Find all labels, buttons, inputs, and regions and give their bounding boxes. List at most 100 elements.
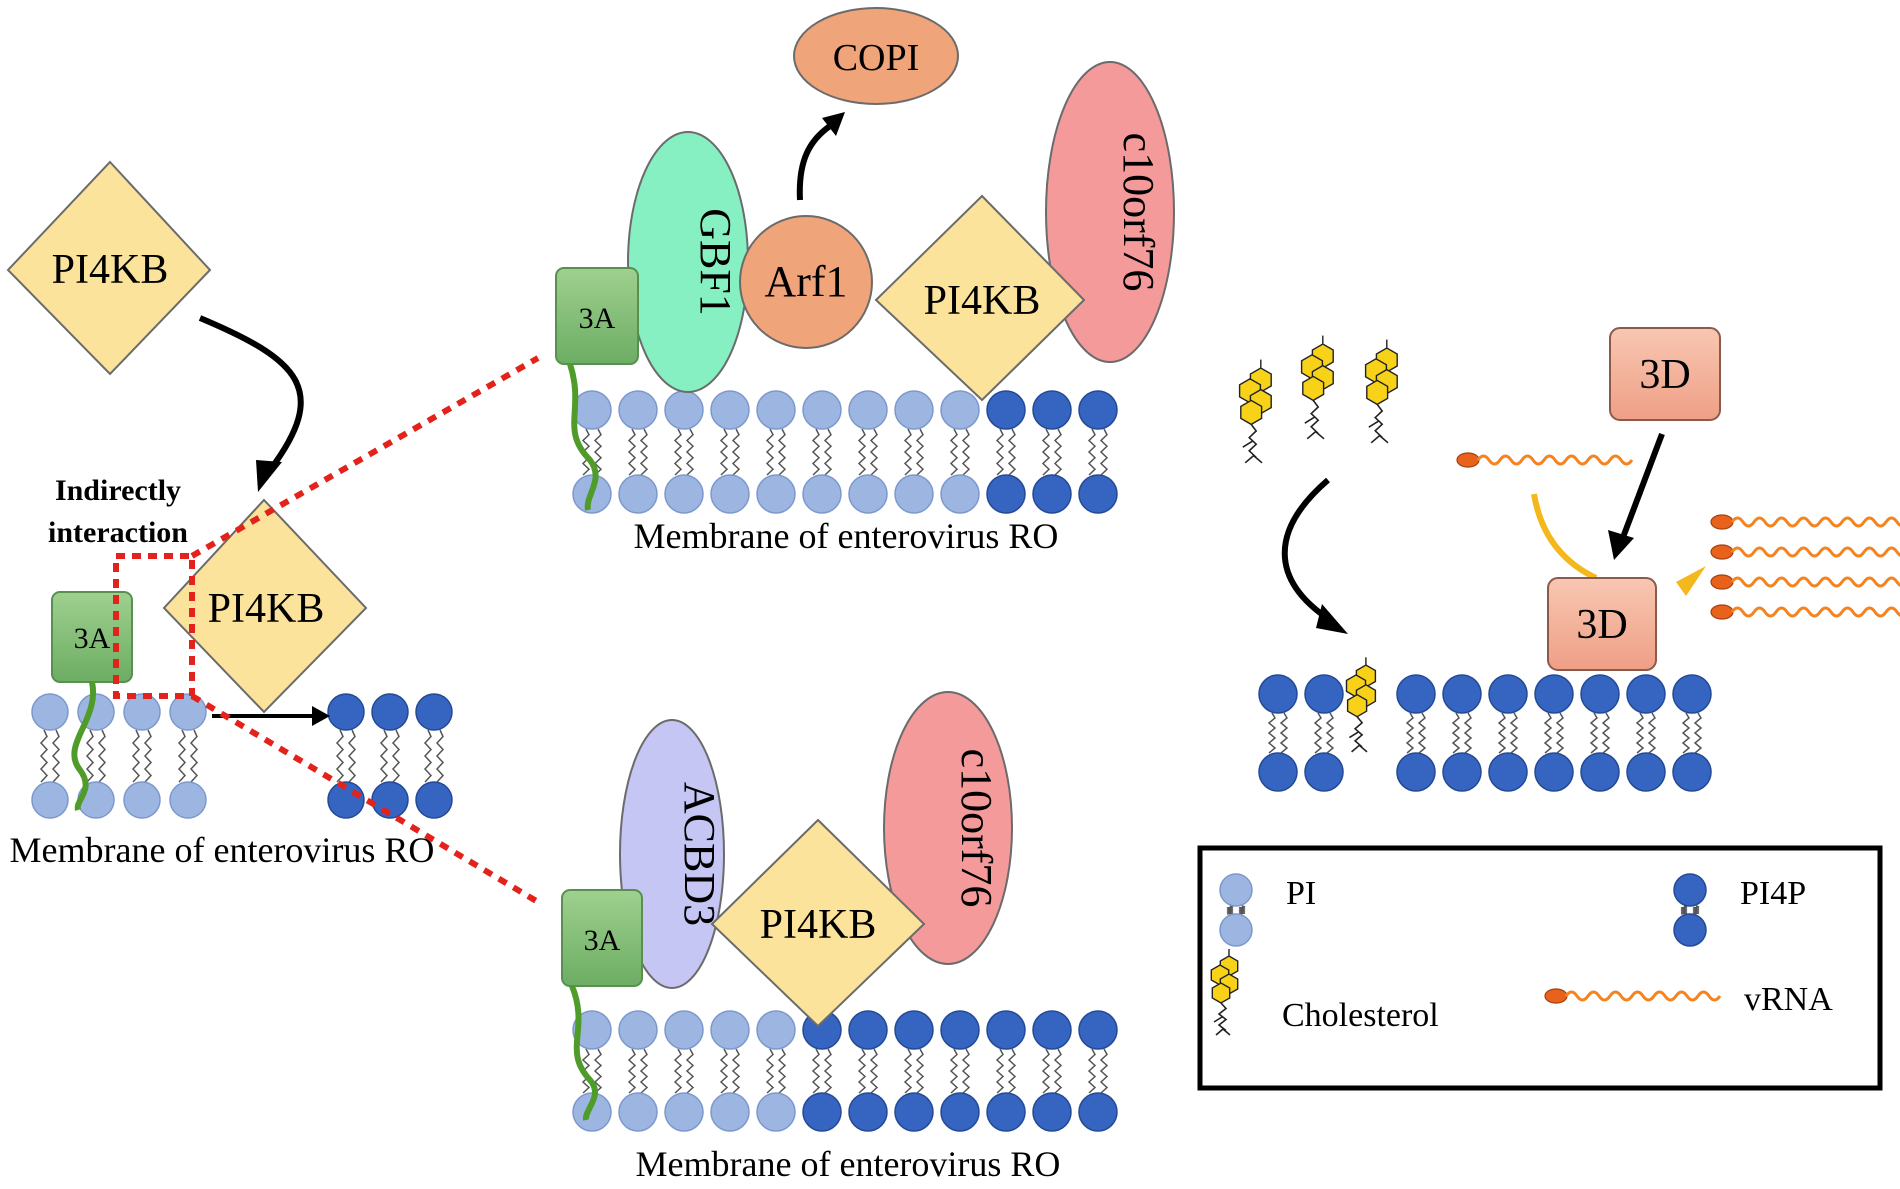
pi4kb-diamond-bottom: PI4KB (162, 498, 368, 714)
pi4p-lipid (1032, 390, 1072, 514)
pi4p-lipid (940, 1010, 980, 1132)
pi-lipid (31, 693, 69, 819)
pi-lipid (618, 1010, 658, 1132)
pi-lipid (664, 1010, 704, 1132)
legend: PI PI4P Cholesterol vRNA (1197, 845, 1883, 1091)
legend-cholesterol-icon (1210, 949, 1239, 1036)
vrna-strand (1456, 452, 1634, 468)
acbd3-oval: ACBD3 (619, 719, 725, 989)
threeD-top-label: 3D (1639, 352, 1690, 398)
arf1-label: Arf1 (764, 257, 847, 306)
c10orf76-bottom-label: c10orf76 (952, 749, 1001, 908)
legend-cholesterol-label: Cholesterol (1282, 997, 1439, 1034)
indirect-label-2: interaction (48, 516, 188, 549)
pi-lipid (756, 1010, 796, 1132)
pi4p-lipid (1580, 674, 1620, 792)
membrane-right (1258, 657, 1712, 792)
zoom-line-top (190, 355, 540, 559)
arf1-circle: Arf1 (739, 215, 873, 349)
pi-lipid (664, 390, 704, 514)
pi4p-lipid (986, 1010, 1026, 1132)
legend-vrna-icon (1544, 988, 1722, 1004)
pi4p-lipid (1032, 1010, 1072, 1132)
top-center-panel: COPI c10orf76 GBF1 Arf1 PI4KB 3A (555, 7, 1175, 556)
threeA-top-tail (567, 363, 599, 511)
pi-lipid (123, 693, 161, 819)
pi4kb-bottom-center-label: PI4KB (760, 902, 877, 948)
pi4p-lipid (371, 693, 409, 819)
pi4p-lipid (848, 1010, 888, 1132)
c10orf76-top-label: c10orf76 (1114, 133, 1163, 292)
c10orf76-bottom: c10orf76 (883, 691, 1013, 965)
pi4p-lipid (986, 390, 1026, 514)
threeD-arrow (1619, 432, 1665, 542)
legend-pi4p-label: PI4P (1740, 875, 1806, 912)
recruit-arrow-head (256, 460, 282, 492)
threeA-top: 3A (555, 267, 639, 365)
vrna-strand (1710, 514, 1900, 530)
pi4kb-diamond-bottom-center: PI4KB (710, 818, 926, 1028)
legend-vrna-strand (1544, 988, 1722, 1004)
pi-lipid (169, 693, 207, 819)
right-panel: 3D 3D (1238, 327, 1900, 792)
legend-cholesterol-molecule (1210, 949, 1239, 1036)
vrna-strand (1710, 574, 1900, 590)
pi4p-lipid (802, 1010, 842, 1132)
cholesterol-in-membrane (1345, 657, 1377, 753)
pi4p-lipid (1258, 674, 1298, 792)
legend-pi-icon (1219, 873, 1253, 947)
pi4p-lipid (894, 1010, 934, 1132)
pi4p-lipid (1488, 674, 1528, 792)
membrane-label-bottom: Membrane of enterovirus RO (636, 1144, 1061, 1184)
legend-pi4p-lipid (1673, 873, 1707, 947)
yellow-arrow-right (1676, 566, 1706, 596)
pi4p-lipid (1304, 674, 1344, 792)
cholesterol-arrow (1281, 477, 1332, 623)
membrane-top (572, 390, 1118, 514)
membrane-left (31, 693, 453, 819)
pi4p-lipid (415, 693, 453, 819)
left-panel: PI4KB Indirectly interaction PI4KB 3A Me… (6, 160, 453, 870)
indirect-label-1: Indirectly (55, 474, 181, 507)
pi-lipid (756, 390, 796, 514)
pi4kb-diamond-top-center: PI4KB (874, 194, 1086, 402)
gbf1-label: GBF1 (691, 208, 740, 316)
membrane-label-top: Membrane of enterovirus RO (634, 516, 1059, 556)
pi4p-lipid (327, 693, 365, 819)
vrna-strands (1456, 452, 1900, 620)
legend-vrna-label: vRNA (1744, 981, 1833, 1018)
pi4kb-top-center-label: PI4KB (924, 278, 1041, 324)
threeA-bottom-label: 3A (584, 924, 621, 957)
threeA-bottom-tail (569, 984, 598, 1121)
arf1-to-copi-arrow (796, 123, 832, 201)
vrna-strand (1710, 604, 1900, 620)
acbd3-label: ACBD3 (675, 782, 724, 926)
pi4kb-label-bottom: PI4KB (208, 586, 325, 632)
pi4p-lipid (1534, 674, 1574, 792)
conversion-arrow-head (312, 706, 330, 726)
pi-lipid (802, 390, 842, 514)
pi4p-lipid (1626, 674, 1666, 792)
pi-lipid (710, 1010, 750, 1132)
threeA-top-label: 3A (579, 302, 616, 335)
pi-lipid (618, 390, 658, 514)
threeA-bottom: 3A (561, 889, 643, 987)
cholesterol-arrow-head (1316, 604, 1348, 634)
threeA-left-label: 3A (74, 622, 111, 655)
threeA-left-tail (71, 681, 97, 811)
arf1-to-copi-arrow-head (822, 112, 845, 136)
gbf1-oval: GBF1 (627, 131, 749, 393)
membrane-label-left: Membrane of enterovirus RO (10, 830, 435, 870)
pi-lipid (940, 390, 980, 514)
pi4p-lipid (1078, 390, 1118, 514)
threeD-bottom: 3D (1547, 577, 1657, 671)
threeD-arrow-head (1608, 530, 1634, 560)
legend-pi-lipid (1219, 873, 1253, 947)
zoom-box (113, 553, 195, 699)
pi-lipid (710, 390, 750, 514)
cholesterol-molecules (1238, 335, 1398, 464)
zoom-line-bottom (190, 693, 540, 905)
threeD-bottom-label: 3D (1576, 602, 1627, 648)
